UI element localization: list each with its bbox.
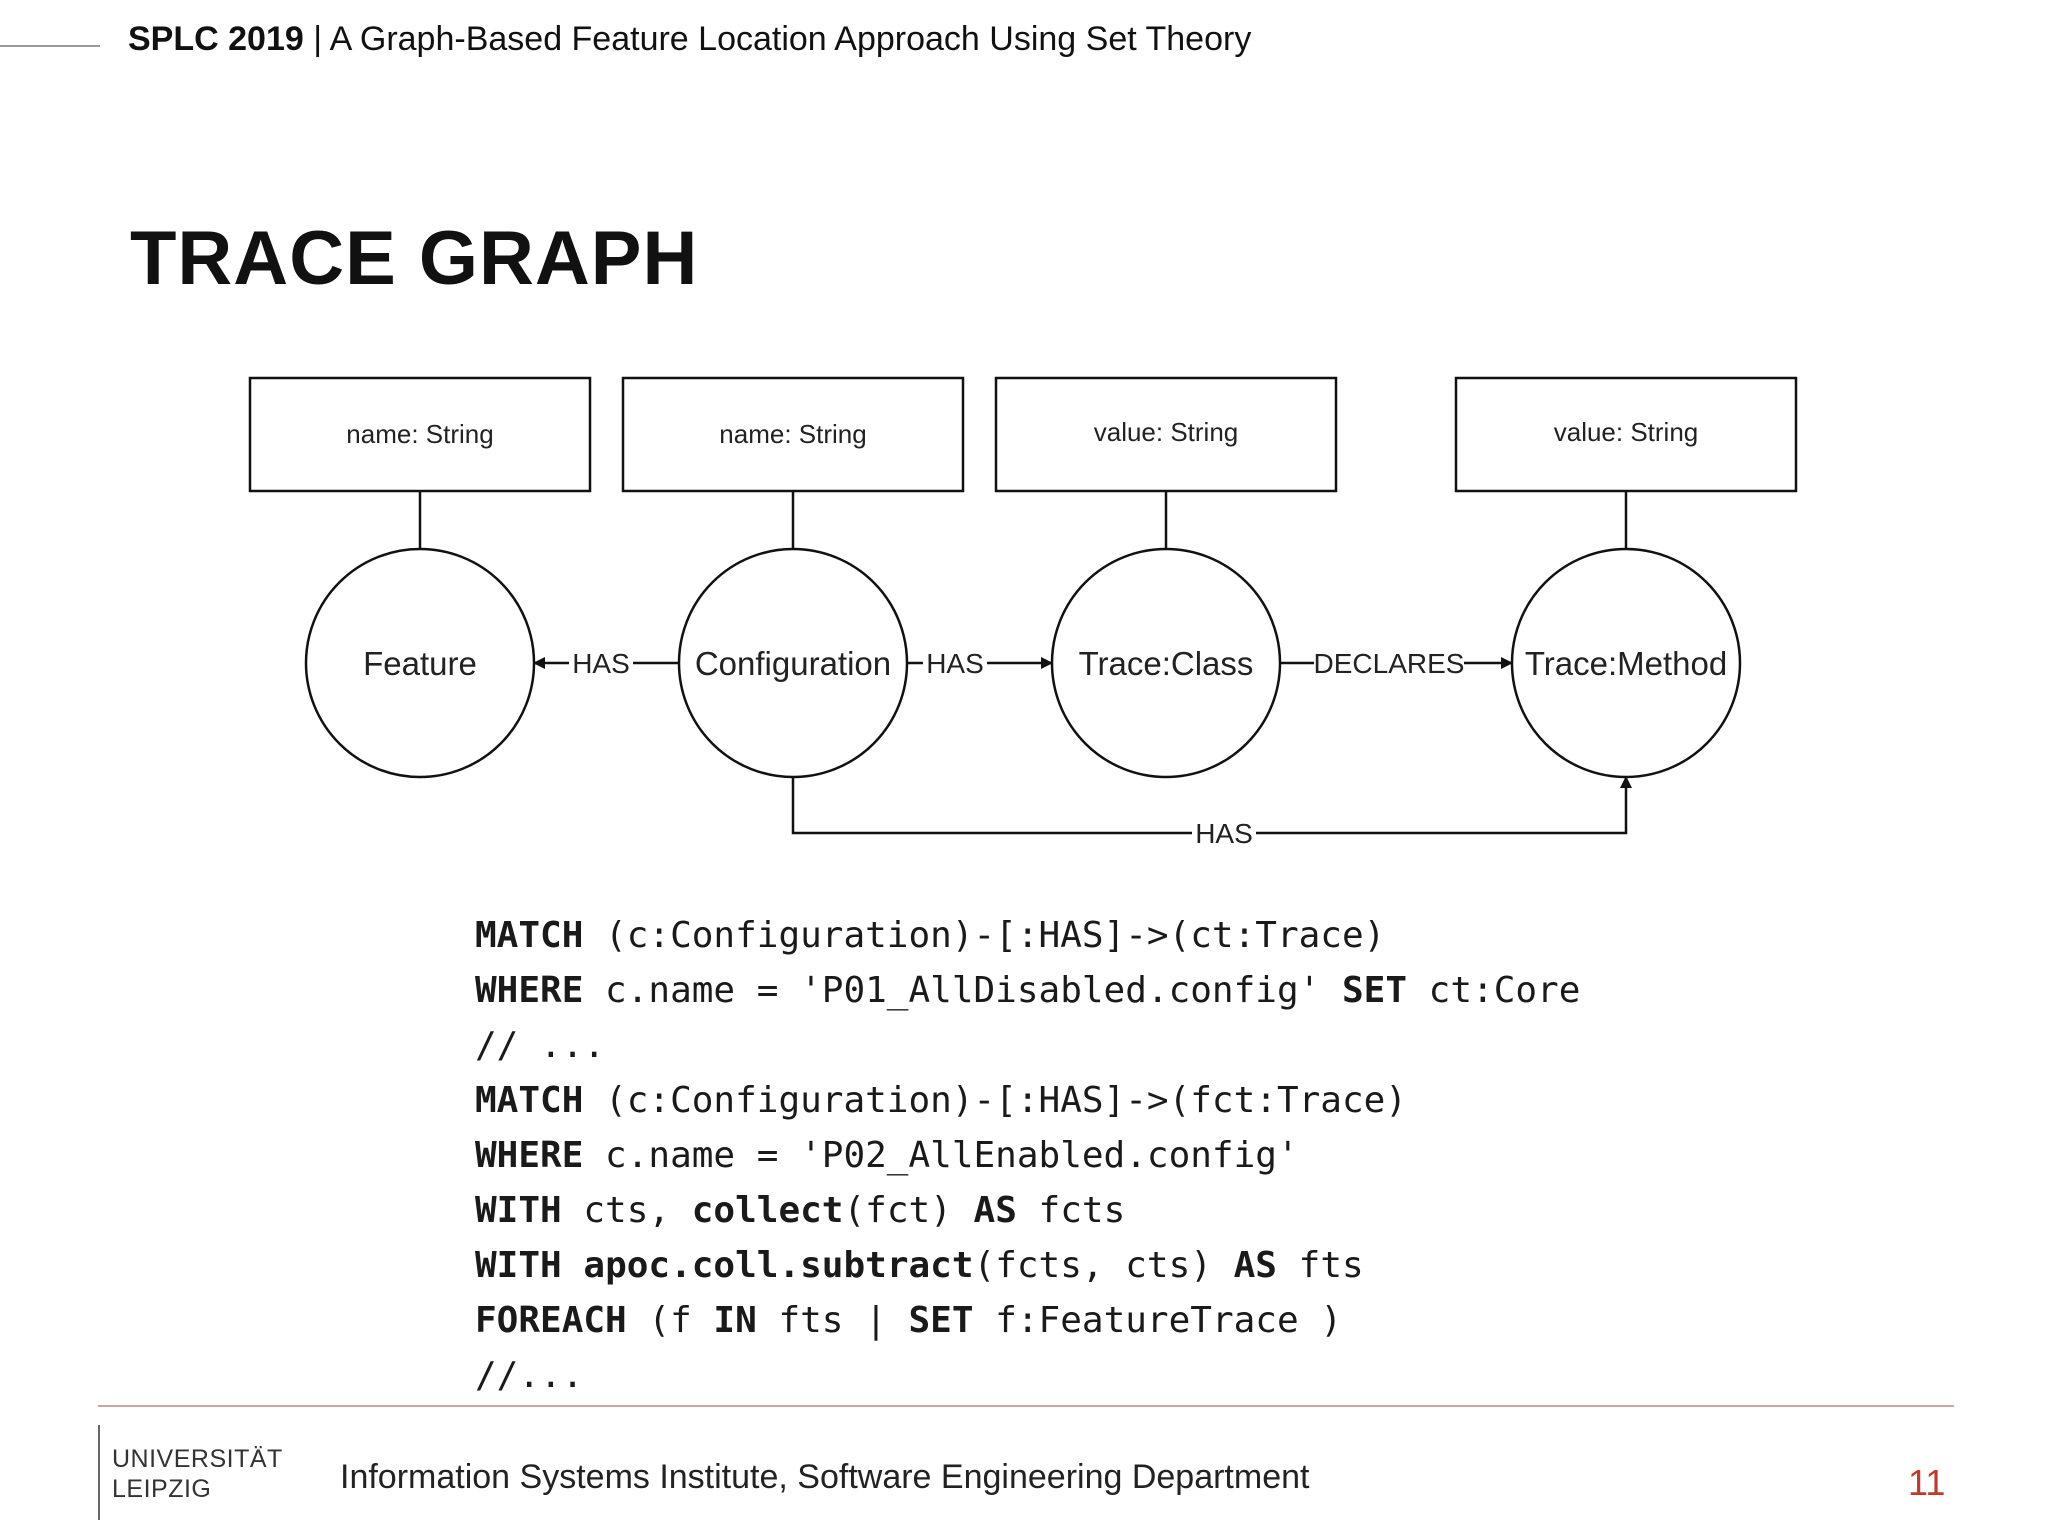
edge-label-declares: DECLARES [1314,648,1465,679]
footer-department: Information Systems Institute, Software … [340,1458,1310,1496]
node-label-trace-class: Trace:Class [1079,645,1254,682]
code-text: // ... [475,1025,606,1066]
code-keyword: SET [908,1300,974,1341]
node-label-feature: Feature [363,645,477,682]
slide-header: SPLC 2019 | A Graph-Based Feature Locati… [128,20,1251,59]
code-keyword: apoc.coll.subtract [583,1245,974,1286]
code-text: (c:Configuration)-[:HAS]->(fct:Trace) [583,1080,1407,1121]
code-keyword: SET [1341,970,1407,1011]
code-text: (fcts, cts) [973,1245,1234,1286]
node-label-trace-method: Trace:Method [1525,645,1727,682]
code-keyword: AS [973,1190,1017,1231]
code-text: ct:Core [1407,970,1581,1011]
conference-name: SPLC 2019 [128,20,304,58]
university-logo: UNIVERSITÄT LEIPZIG [98,1425,282,1520]
code-text: fts [1276,1245,1364,1286]
code-line: WHERE c.name = 'P01_AllDisabled.config' … [475,963,1580,1018]
code-line: WITH cts, collect(fct) AS fcts [475,1183,1580,1238]
code-text: fts | [756,1300,909,1341]
code-line: MATCH (c:Configuration)-[:HAS]->(ct:Trac… [475,908,1580,963]
attribute-label-feature: name: String [346,419,493,449]
footer-rule [98,1405,1954,1407]
logo-bar [98,1425,100,1520]
attribute-label-trace-class: value: String [1094,417,1239,447]
cypher-query-code: MATCH (c:Configuration)-[:HAS]->(ct:Trac… [475,908,1580,1403]
page-number: 11 [1908,1462,1946,1503]
code-line: FOREACH (f IN fts | SET f:FeatureTrace ) [475,1293,1580,1348]
edge-label-has-trace-class: HAS [926,648,984,679]
edge-label-has-feature: HAS [572,648,630,679]
trace-graph-diagram: name: String name: String value: String … [248,376,1798,849]
trace-graph-figure: name: String name: String value: String … [240,365,1840,1405]
code-keyword: FOREACH [475,1300,627,1341]
code-line: WHERE c.name = 'P02_AllEnabled.config' [475,1128,1580,1183]
code-keyword: WHERE [475,970,584,1011]
code-text: (fct) [843,1190,974,1231]
header-separator: | [303,20,330,58]
code-text: (f [626,1300,714,1341]
code-line: MATCH (c:Configuration)-[:HAS]->(fct:Tra… [475,1073,1580,1128]
code-keyword: WITH [475,1190,562,1231]
code-text: cts, [561,1190,692,1231]
code-text: //... [475,1355,584,1396]
code-text: fcts [1016,1190,1126,1231]
code-keyword: AS [1233,1245,1277,1286]
code-line: // ... [475,1018,1580,1073]
attribute-label-configuration: name: String [719,419,866,449]
logo-line-2: LEIPZIG [112,1475,212,1503]
code-text [562,1245,584,1286]
attribute-label-trace-method: value: String [1554,417,1699,447]
code-keyword: WHERE [475,1135,584,1176]
paper-title: A Graph-Based Feature Location Approach … [329,20,1252,58]
header-rule [0,45,100,47]
code-keyword: MATCH [475,1080,584,1121]
slide-title: TRACE GRAPH [130,216,699,301]
code-text: c.name = 'P01_AllDisabled.config' [583,970,1342,1011]
code-text: f:FeatureTrace ) [973,1300,1342,1341]
node-label-configuration: Configuration [695,645,891,682]
edge-label-has-trace-method: HAS [1195,818,1253,849]
code-text: c.name = 'P02_AllEnabled.config' [583,1135,1299,1176]
code-line: //... [475,1348,1580,1403]
code-keyword: IN [713,1300,757,1341]
logo-line-1: UNIVERSITÄT [112,1445,283,1473]
code-keyword: MATCH [475,915,584,956]
code-text: (c:Configuration)-[:HAS]->(ct:Trace) [583,915,1386,956]
code-line: WITH apoc.coll.subtract(fcts, cts) AS ft… [475,1238,1580,1293]
code-keyword: collect [691,1190,844,1231]
code-keyword: WITH [475,1245,562,1286]
